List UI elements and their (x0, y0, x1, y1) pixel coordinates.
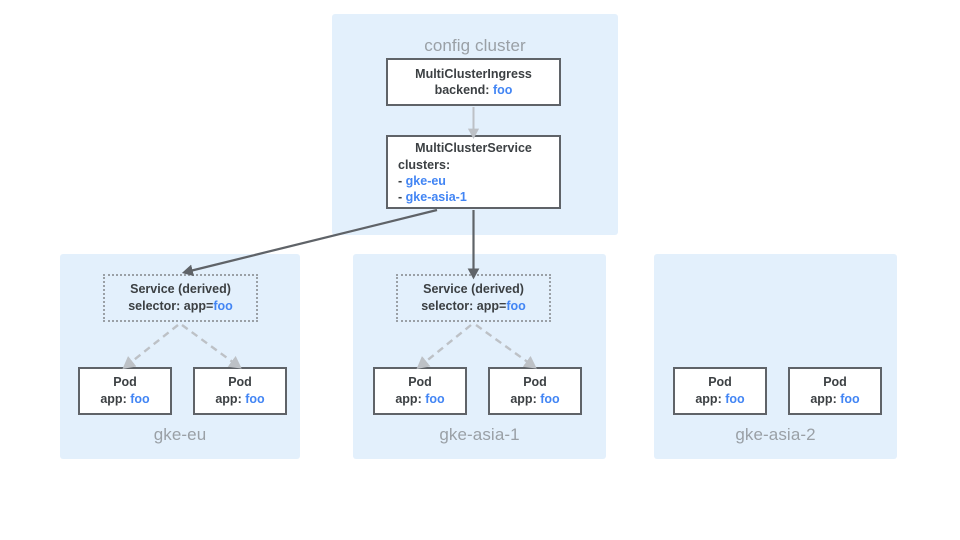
pod-kind: Pod (823, 375, 847, 389)
pod-kind: Pod (408, 375, 432, 389)
multiclusteringress-backend-label: backend: (434, 83, 490, 97)
derived-service-selector-gke-asia-1: selector: app=foo (398, 298, 549, 315)
pod-box[interactable]: Pod app: foo (78, 367, 172, 415)
pod-label: app: foo (490, 391, 580, 408)
pod-kind: Pod (708, 375, 732, 389)
pod-kind: Pod (523, 375, 547, 389)
bullet-dash: - (398, 173, 403, 188)
multiclusteringress-box[interactable]: MultiClusterIngress backend: foo (386, 58, 561, 106)
multiclusterservice-kind: MultiClusterService (415, 140, 532, 155)
derived-service-box-gke-eu[interactable]: Service (derived) selector: app=foo (103, 274, 258, 322)
multiclusterservice-cluster-name-1: gke-asia-1 (405, 189, 467, 204)
pod-label-key: app: (510, 392, 537, 406)
pod-label-value: foo (540, 392, 560, 406)
cluster-panel-gke-asia-2: gke-asia-2 (654, 254, 897, 459)
pod-label: app: foo (375, 391, 465, 408)
pod-label: app: foo (195, 391, 285, 408)
pod-label: app: foo (790, 391, 880, 408)
derived-service-kind-gke-eu: Service (derived) (130, 282, 231, 296)
cluster-panel-gke-asia-1: gke-asia-1 (353, 254, 606, 459)
pod-box[interactable]: Pod app: foo (193, 367, 287, 415)
pod-label: app: foo (80, 391, 170, 408)
pod-label-value: foo (425, 392, 445, 406)
pod-kind: Pod (113, 375, 137, 389)
pod-label-value: foo (725, 392, 745, 406)
cluster-panel-gke-asia-1-title: gke-asia-1 (439, 425, 520, 444)
multiclusteringress-backend: backend: foo (388, 82, 559, 98)
multiclusterservice-cluster-name-0: gke-eu (405, 173, 446, 188)
cluster-panel-gke-eu-title: gke-eu (153, 425, 207, 444)
multiclusterservice-cluster-item-1: - gke-asia-1 (388, 189, 559, 205)
pod-box[interactable]: Pod app: foo (488, 367, 582, 415)
selector-label: selector: app= (128, 299, 214, 313)
multiclusterservice-cluster-item-0: - gke-eu (388, 173, 559, 189)
selector-value: foo (506, 299, 526, 313)
derived-service-box-gke-asia-1[interactable]: Service (derived) selector: app=foo (396, 274, 551, 322)
pod-label-key: app: (100, 392, 127, 406)
pod-label-value: foo (130, 392, 150, 406)
cluster-panel-gke-asia-2-title: gke-asia-2 (735, 425, 816, 444)
derived-service-selector-gke-eu: selector: app=foo (105, 298, 256, 315)
pod-box[interactable]: Pod app: foo (673, 367, 767, 415)
pod-box[interactable]: Pod app: foo (373, 367, 467, 415)
pod-box[interactable]: Pod app: foo (788, 367, 882, 415)
pod-label-key: app: (215, 392, 242, 406)
pod-label-key: app: (810, 392, 837, 406)
pod-label-key: app: (395, 392, 422, 406)
multiclusterservice-box[interactable]: MultiClusterService clusters: - gke-eu -… (386, 135, 561, 209)
cluster-panel-config-title: config cluster (424, 36, 526, 55)
derived-service-kind-gke-asia-1: Service (derived) (423, 282, 524, 296)
bullet-dash: - (398, 189, 403, 204)
pod-kind: Pod (228, 375, 252, 389)
cluster-panel-gke-eu: gke-eu (60, 254, 300, 459)
pod-label-value: foo (245, 392, 265, 406)
selector-label: selector: app= (421, 299, 507, 313)
pod-label-key: app: (695, 392, 722, 406)
pod-label-value: foo (840, 392, 860, 406)
multiclusteringress-kind: MultiClusterIngress (415, 67, 532, 81)
multiclusterservice-clusters-label: clusters: (398, 157, 451, 172)
pod-label: app: foo (675, 391, 765, 408)
multiclusteringress-backend-value: foo (492, 83, 513, 97)
selector-value: foo (213, 299, 233, 313)
